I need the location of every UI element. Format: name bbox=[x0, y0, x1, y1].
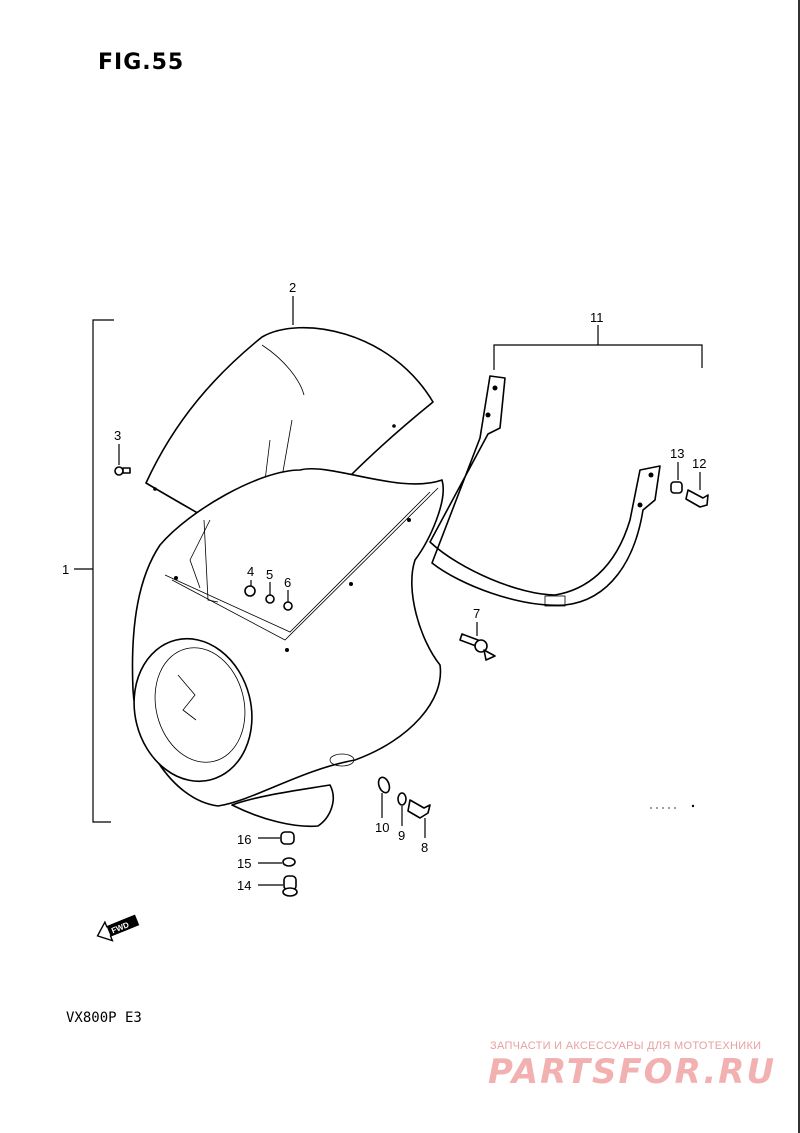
fwd-arrow-icon: FWD bbox=[96, 914, 140, 942]
callout-15: 15 bbox=[237, 856, 251, 871]
nut-16 bbox=[280, 831, 295, 845]
callout-16: 16 bbox=[237, 832, 251, 847]
leader-lines bbox=[118, 296, 703, 886]
callout-8: 8 bbox=[421, 840, 428, 855]
callout-labels: 1 2 3 4 5 6 7 8 9 10 11 12 13 14 15 16 bbox=[62, 280, 706, 893]
figure-title: FIG.55 bbox=[98, 50, 185, 75]
front-cowling bbox=[131, 468, 444, 828]
callout-9: 9 bbox=[398, 828, 405, 843]
washer-5 bbox=[265, 594, 275, 604]
washer-15 bbox=[282, 857, 296, 867]
callout-3: 3 bbox=[114, 428, 121, 443]
callout-12: 12 bbox=[692, 456, 706, 471]
callout-13: 13 bbox=[670, 446, 684, 461]
callout-7: 7 bbox=[473, 606, 480, 621]
callout-6: 6 bbox=[284, 575, 291, 590]
callout-11: 11 bbox=[590, 310, 604, 325]
screw-3 bbox=[114, 466, 131, 476]
bolt-12 bbox=[685, 489, 709, 508]
callout-1: 1 bbox=[62, 562, 69, 577]
model-code: VX800P E3 bbox=[66, 1010, 142, 1026]
assembly-bracket-1 bbox=[74, 319, 114, 823]
nut-6 bbox=[283, 601, 293, 611]
watermark-tagline: ЗАПЧАСТИ И АКСЕССУАРЫ ДЛЯ МОТОТЕХНИКИ bbox=[490, 1040, 762, 1052]
callout-4: 4 bbox=[247, 564, 254, 579]
bolt-7 bbox=[459, 633, 496, 661]
hardware bbox=[114, 466, 709, 897]
callout-5: 5 bbox=[266, 567, 273, 582]
bolt-8 bbox=[407, 799, 431, 819]
nut-4 bbox=[244, 585, 256, 597]
callout-10: 10 bbox=[375, 820, 389, 835]
nut-13 bbox=[670, 481, 683, 494]
grommet-14 bbox=[282, 875, 298, 897]
callout-2: 2 bbox=[289, 280, 296, 295]
callout-14: 14 bbox=[237, 878, 251, 893]
scan-specks bbox=[650, 804, 695, 809]
watermark-logo: PARTSFOR.RU bbox=[488, 1052, 777, 1092]
cowling-brace bbox=[429, 375, 661, 607]
washer-9 bbox=[397, 792, 407, 806]
fwd-label: FWD bbox=[110, 920, 130, 935]
washer-10 bbox=[377, 776, 391, 794]
